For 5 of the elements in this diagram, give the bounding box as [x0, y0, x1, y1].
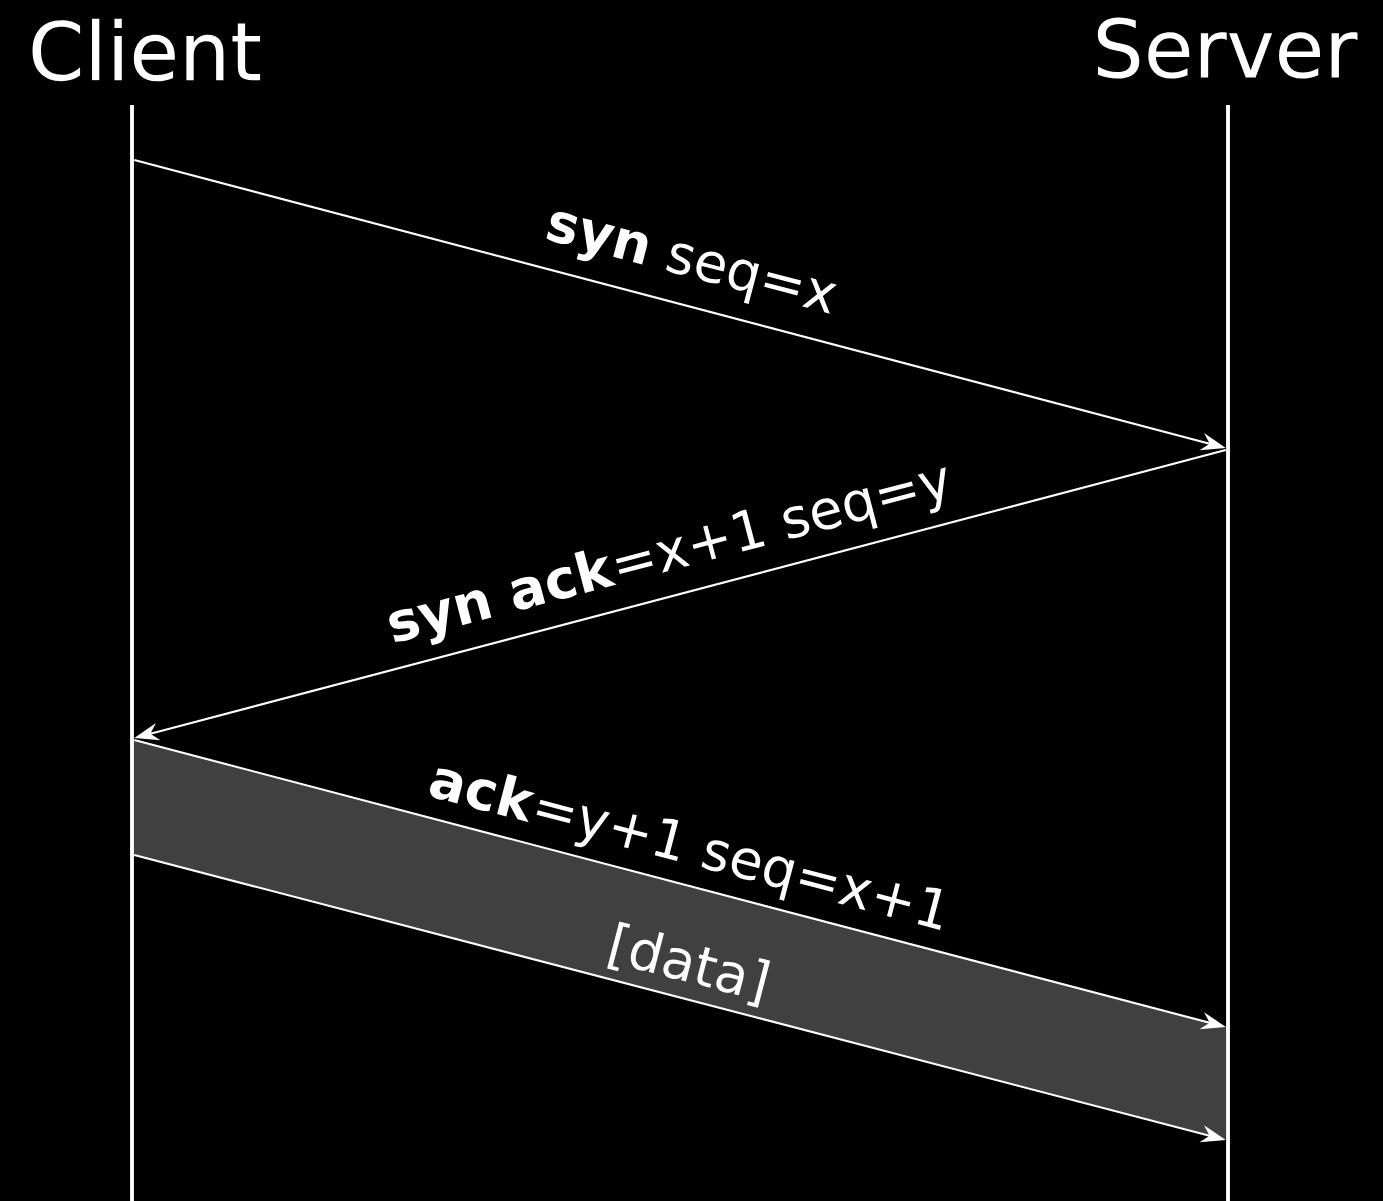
lifeline: Client — [32, 18, 261, 1201]
node-label: Client — [32, 18, 261, 82]
node-label: Server — [1097, 17, 1358, 79]
edge-label: syn seq=x — [546, 212, 837, 314]
lifeline: Server — [1097, 17, 1358, 1201]
